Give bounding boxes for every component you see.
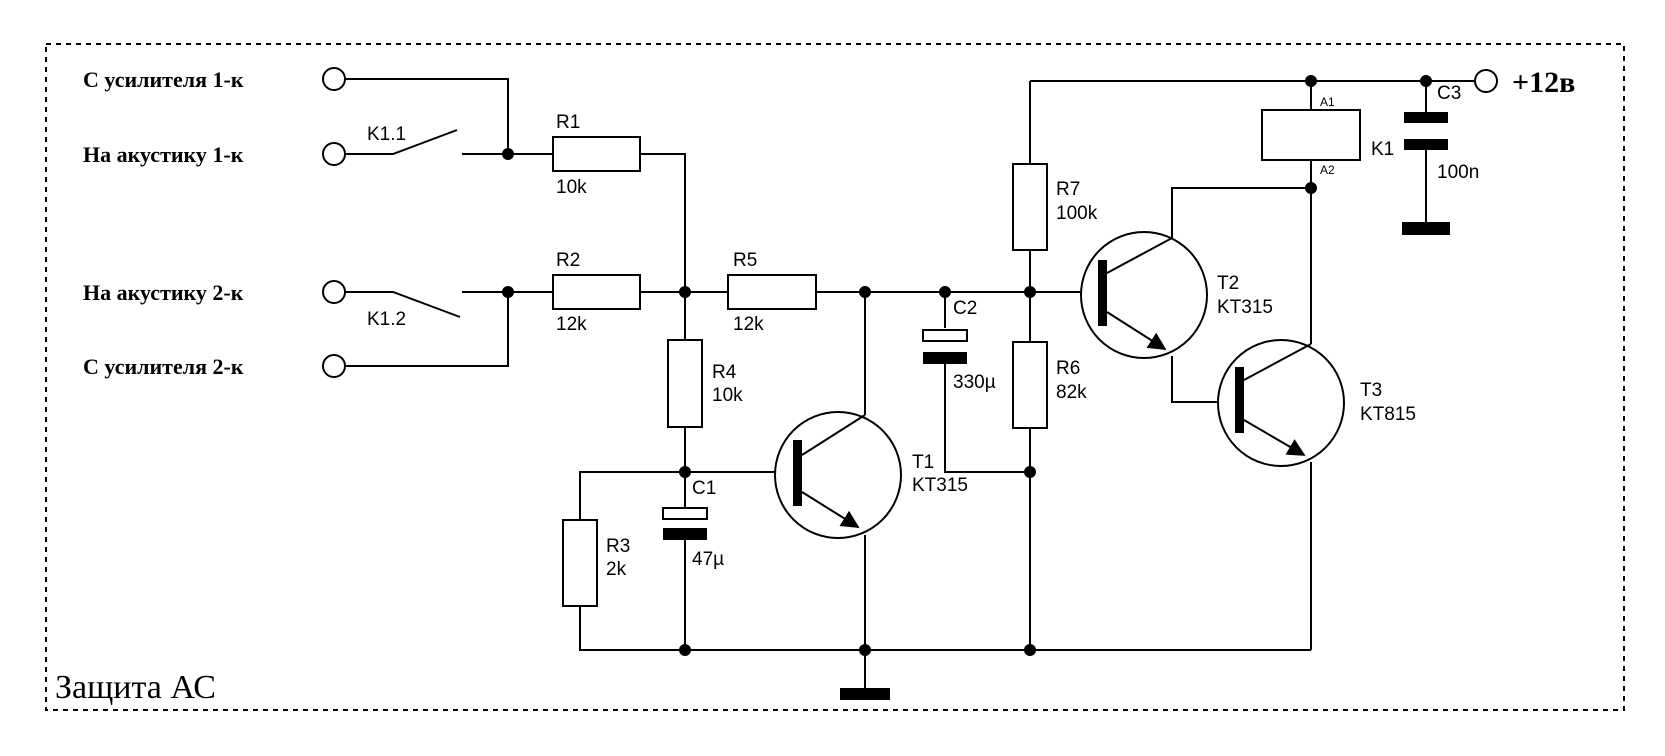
junctions [502,75,1432,656]
wires [334,78,1474,688]
svg-text:R2: R2 [556,250,580,271]
transistor-t1: T1 KT315 [774,411,968,539]
terminal-power: +12в [1474,66,1575,99]
svg-text:47µ: 47µ [692,549,724,570]
capacitor-c1: C1 47µ [662,478,724,570]
svg-text:T2: T2 [1217,273,1239,294]
svg-text:KT315: KT315 [1217,297,1273,318]
contact-k1-2-label: K1.2 [367,309,406,330]
svg-text:R7: R7 [1056,179,1080,200]
svg-text:10k: 10k [556,177,587,198]
resistor-r4: R4 10k [667,339,743,428]
svg-text:C2: C2 [953,298,977,319]
svg-text:2k: 2k [606,559,627,580]
svg-text:A1: A1 [1320,95,1335,109]
transistor-t3: T3 KT815 [1217,339,1416,467]
svg-text:R5: R5 [733,250,757,271]
svg-text:A2: A2 [1320,163,1335,177]
svg-text:На акустику 2-к: На акустику 2-к [83,280,244,305]
svg-text:C1: C1 [692,478,716,499]
svg-text:C3: C3 [1437,83,1461,104]
svg-text:С усилителя 2-к: С усилителя 2-к [83,354,244,379]
svg-text:R4: R4 [712,362,737,383]
svg-text:На акустику 1-к: На акустику 1-к [83,142,244,167]
module-border [45,43,1625,711]
svg-text:100k: 100k [1056,203,1098,224]
resistor-r1: R1 10k [552,112,641,198]
resistor-r7: R7 100k [1012,163,1098,251]
resistor-r5: R5 12k [727,250,817,335]
svg-text:330µ: 330µ [953,372,996,393]
terminal-out1: На акустику 1-к [83,142,346,167]
capacitor-c2: C2 330µ [922,298,996,393]
contact-k1-1-label: K1.1 [367,124,406,145]
resistor-r2: R2 12k [552,250,641,335]
svg-text:R6: R6 [1056,358,1080,379]
svg-text:R3: R3 [606,536,630,557]
terminal-in2: С усилителя 2-к [83,354,346,379]
svg-text:100n: 100n [1437,162,1479,183]
terminal-in1: С усилителя 1-к [83,67,346,92]
svg-text:+12в: +12в [1512,66,1575,99]
svg-text:T1: T1 [912,452,934,473]
capacitor-c3: C3 100n [1402,83,1479,235]
svg-text:KT315: KT315 [912,475,968,496]
svg-text:K1: K1 [1371,139,1394,160]
module-title: Защита АС [55,669,216,706]
svg-text:KT815: KT815 [1360,404,1416,425]
resistor-r3: R3 2k [562,519,630,607]
svg-text:10k: 10k [712,385,743,406]
svg-text:12k: 12k [733,314,764,335]
terminal-out2: На акустику 2-к [83,280,346,305]
relay-k1: A1 A2 K1 [1261,95,1394,177]
svg-text:82k: 82k [1056,382,1087,403]
svg-text:12k: 12k [556,314,587,335]
svg-text:R1: R1 [556,112,580,133]
resistor-r6: R6 82k [1012,341,1087,429]
transistor-t2: T2 KT315 [1080,231,1273,359]
svg-text:T3: T3 [1360,380,1382,401]
svg-text:С усилителя 1-к: С усилителя 1-к [83,67,244,92]
ground-symbol [840,688,890,700]
